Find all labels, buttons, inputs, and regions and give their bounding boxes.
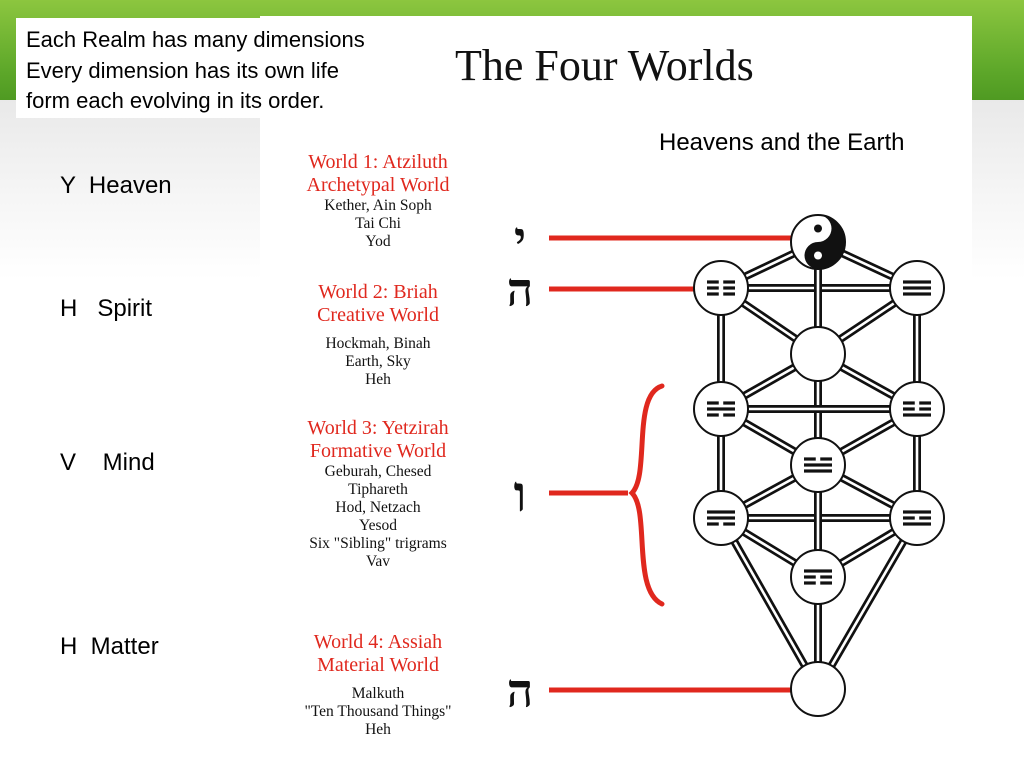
trigram-line	[707, 413, 719, 417]
trigram-line	[707, 516, 735, 520]
trigram-line	[903, 280, 931, 284]
diagram-title: The Four Worlds	[455, 41, 754, 90]
world-4-detail: "Ten Thousand Things"	[304, 703, 452, 720]
note-box: Each Realm has many dimensions Every dim…	[16, 18, 428, 118]
world-4-detail: Heh	[365, 721, 391, 738]
side-label-matter: H Matter	[60, 633, 159, 660]
trigram-line	[707, 280, 719, 284]
world-3-subtitle: Formative World	[309, 440, 447, 462]
world-3-detail: Six "Sibling" trigrams	[309, 535, 447, 552]
trigram-line	[919, 407, 931, 411]
world-3-detail: Vav	[365, 553, 391, 570]
world-1-detail: Kether, Ain Soph	[324, 197, 432, 214]
yin-yang-dot	[814, 224, 822, 233]
trigram-line	[804, 575, 816, 579]
trigram-line	[903, 522, 931, 526]
world-3-detail: Geburah, Chesed	[324, 463, 432, 480]
trigram-line	[903, 286, 931, 290]
trigram-line	[707, 407, 735, 411]
sephirah-node	[790, 661, 846, 717]
trigram-line	[723, 286, 735, 290]
trigram-line	[903, 401, 915, 405]
world-1-title: World 1: Atziluth	[308, 151, 448, 173]
trigram-line	[903, 292, 931, 296]
world-4-subtitle: Material World	[317, 654, 439, 676]
world-1-detail: Yod	[365, 233, 391, 250]
trigram-line	[707, 522, 719, 526]
trigram-line	[723, 413, 735, 417]
trigram-line	[919, 401, 931, 405]
side-label-spirit: H Spirit	[60, 295, 153, 322]
trigram-line	[903, 516, 915, 520]
note-line-3: form each evolving in its order.	[26, 88, 325, 113]
world-4-text: World 4: Assiah Material World Malkuth "…	[280, 631, 476, 739]
sephirah-node	[790, 549, 846, 605]
trigram-line	[804, 581, 816, 585]
trigram-line	[723, 280, 735, 284]
hebrew-letter: ו	[514, 464, 527, 523]
world-3-detail: Hod, Netzach	[335, 499, 421, 516]
trigram-line	[707, 292, 719, 296]
trigram-line	[919, 516, 931, 520]
sephirah-node	[889, 490, 945, 546]
trigram-line	[804, 463, 832, 467]
trigram-line	[804, 469, 832, 473]
world-4-detail: Malkuth	[351, 685, 405, 702]
trigram-line	[707, 401, 719, 405]
trigram-line	[723, 292, 735, 296]
trigram-line	[903, 510, 931, 514]
side-label-heaven: Y Heaven	[60, 172, 172, 199]
hebrew-letter: ה	[507, 664, 533, 718]
world-2-detail: Earth, Sky	[345, 353, 411, 370]
note-line-2: Every dimension has its own life	[26, 58, 340, 83]
sephirah-node	[790, 326, 846, 382]
world-3-detail: Yesod	[358, 517, 398, 534]
hebrew-letter: י	[514, 212, 526, 266]
tree-path-inner	[816, 517, 919, 690]
hebrew-letter: ה	[507, 263, 533, 317]
world-3-brace	[628, 383, 665, 607]
world-2-detail: Heh	[365, 371, 391, 388]
diagram-subtitle: Heavens and the Earth	[659, 129, 905, 156]
yin-yang-dot	[814, 251, 822, 260]
trigram-line	[820, 575, 832, 579]
world-1-text: World 1: Atziluth Archetypal World Kethe…	[280, 151, 476, 251]
trigram-line	[804, 569, 832, 573]
trigram-line	[723, 522, 735, 526]
trigram-line	[723, 401, 735, 405]
world-1-subtitle: Archetypal World	[306, 174, 450, 196]
tree-path-inner	[719, 517, 820, 690]
world-2-title: World 2: Briah	[318, 281, 438, 303]
trigram-line	[903, 407, 915, 411]
world-3-detail: Tiphareth	[348, 481, 408, 498]
world-2-text: World 2: Briah Creative World Hockmah, B…	[280, 281, 476, 389]
trigram-line	[903, 413, 931, 417]
world-4-title: World 4: Assiah	[313, 631, 443, 653]
trigram-line	[820, 457, 832, 461]
diagram-panel	[260, 16, 972, 768]
trigram-line	[804, 457, 816, 461]
world-3-title: World 3: Yetzirah	[307, 417, 449, 439]
world-3-text: World 3: Yetzirah Formative World Gebura…	[280, 417, 476, 571]
sephirah-node	[889, 381, 945, 437]
world-2-subtitle: Creative World	[317, 304, 439, 326]
note-line-1: Each Realm has many dimensions	[26, 27, 365, 52]
sephirah-node	[693, 260, 749, 316]
world-1-detail: Tai Chi	[355, 215, 401, 232]
trigram-line	[707, 510, 735, 514]
trigram-line	[820, 581, 832, 585]
side-label-mind: V Mind	[60, 449, 155, 476]
trigram-line	[707, 286, 719, 290]
world-2-detail: Hockmah, Binah	[325, 335, 431, 352]
